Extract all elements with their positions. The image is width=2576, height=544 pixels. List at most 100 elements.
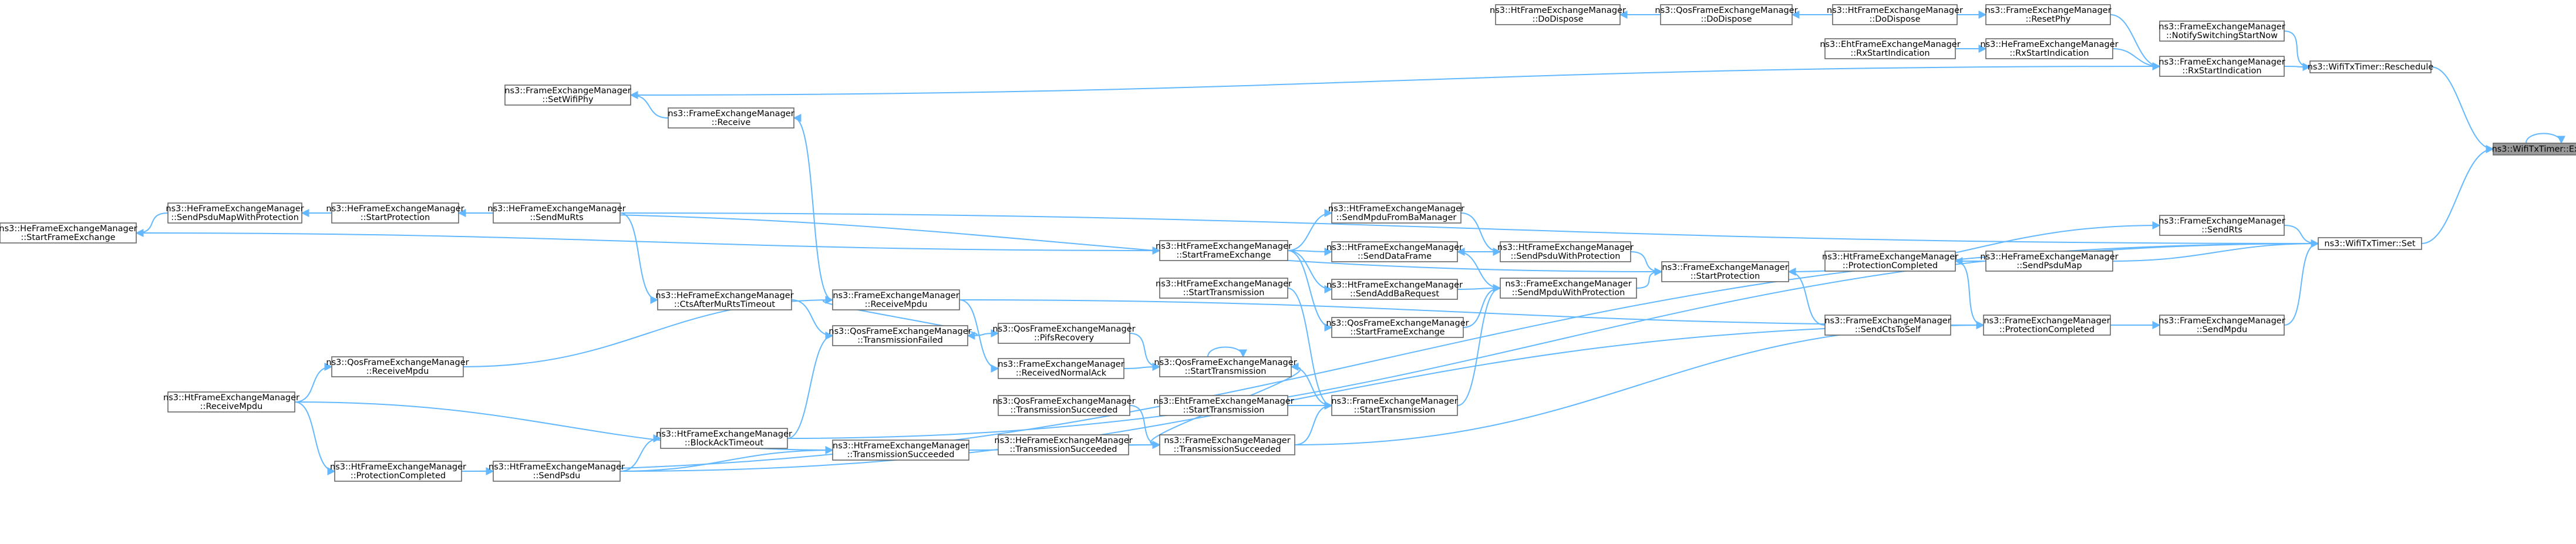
graph-node[interactable]: ns3::FrameExchangeManager::StartTransmis… (1331, 395, 1458, 416)
graph-node[interactable]: ns3::QosFrameExchangeManager::DoDispose (1655, 4, 1798, 25)
graph-node[interactable]: ns3::FrameExchangeManager::Receive (668, 107, 794, 129)
node-label: ns3::HtFrameExchangeManager (1326, 243, 1463, 252)
graph-node[interactable]: ns3::QosFrameExchangeManager::PifsRecove… (992, 323, 1136, 344)
graph-node[interactable]: ns3::HtFrameExchangeManager::SendDataFra… (1326, 241, 1463, 262)
graph-node[interactable]: ns3::HtFrameExchangeManager::BlockAckTim… (656, 428, 792, 449)
graph-node[interactable]: ns3::HeFrameExchangeManager::StartFrameE… (0, 222, 137, 244)
node-label: ns3::HtFrameExchangeManager (1326, 281, 1463, 290)
node-label: ns3::HtFrameExchangeManager (1328, 204, 1464, 214)
graph-node[interactable]: ns3::HtFrameExchangeManager::SendAddBaRe… (1326, 279, 1463, 300)
node-label: ns3::HtFrameExchangeManager (1497, 243, 1634, 252)
graph-edge (2421, 145, 2494, 244)
graph-node[interactable]: ns3::QosFrameExchangeManager::ReceiveMpd… (326, 356, 469, 377)
graph-node[interactable]: ns3::HtFrameExchangeManager::StartFrameE… (1156, 240, 1292, 261)
graph-node[interactable]: ns3::FrameExchangeManager::SendMpdu (2159, 315, 2285, 336)
graph-edge (294, 363, 333, 403)
graph-node[interactable]: ns3::FrameExchangeManager::RxStartIndica… (2159, 56, 2285, 77)
node-label: ns3::FrameExchangeManager (1984, 316, 2110, 326)
graph-node[interactable]: ns3::HeFrameExchangeManager::SendPsduMap (1980, 251, 2119, 272)
graph-node[interactable]: ns3::FrameExchangeManager::ReceiveMpdu (832, 289, 960, 310)
node-box (1331, 202, 1462, 224)
graph-edge (1457, 284, 1501, 406)
node-label: ::StartTransmission (1183, 288, 1265, 298)
node-box (1983, 315, 2111, 336)
node-label: ns3::HeFrameExchangeManager (326, 204, 464, 214)
node-label: ::SendCtsToSelf (1855, 325, 1921, 334)
graph-edge (135, 212, 169, 237)
node-box (1985, 251, 2113, 272)
graph-node[interactable]: ns3::EhtFrameExchangeManager::RxStartInd… (1820, 38, 1961, 59)
graph-node[interactable]: ns3::FrameExchangeManager::NotifySwitchi… (2159, 21, 2285, 42)
graph-node[interactable]: ns3::HtFrameExchangeManager::SendPsdu (489, 461, 625, 482)
node-box (334, 461, 462, 482)
node-box (2159, 21, 2285, 42)
node-label: ::StartTransmission (1185, 367, 1267, 376)
graph-node[interactable]: ns3::FrameExchangeManager::ProtectionCom… (1983, 315, 2111, 336)
node-label: ::StartFrameExchange (1176, 251, 1271, 260)
graph-node[interactable]: ns3::QosFrameExchangeManager::StartFrame… (1326, 317, 1469, 338)
graph-node[interactable]: ns3::QosFrameExchangeManager::Transmissi… (992, 395, 1136, 416)
graph-node[interactable]: ns3::HtFrameExchangeManager::DoDispose (1490, 4, 1626, 25)
node-label: ns3::HtFrameExchangeManager (1822, 252, 1958, 262)
node-label: ::TransmissionSucceeded (1174, 445, 1281, 454)
node-label: ::BlockAckTimeout (685, 438, 764, 448)
graph-node[interactable]: ns3::FrameExchangeManager::SetWifiPhy (504, 85, 631, 106)
node-box (1331, 241, 1458, 262)
graph-node[interactable]: ns3::QosFrameExchangeManager::Transmissi… (829, 325, 972, 346)
node-box (504, 85, 631, 106)
graph-node[interactable]: ns3::EhtFrameExchangeManager::StartTrans… (1153, 395, 1294, 416)
node-box (1331, 317, 1464, 338)
graph-node[interactable]: ns3::HtFrameExchangeManager::Transmissio… (832, 440, 969, 461)
graph-node[interactable]: ns3::FrameExchangeManager::StartProtecti… (1661, 261, 1789, 282)
graph-node[interactable]: ns3::HtFrameExchangeManager::DoDispose (1827, 4, 1963, 25)
graph-node[interactable]: ns3::HtFrameExchangeManager::StartTransm… (1156, 278, 1292, 299)
node-box (331, 202, 459, 224)
node-label: ::Receive (712, 118, 751, 127)
graph-node[interactable]: ns3::FrameExchangeManager::SendMpduWithP… (1500, 278, 1637, 299)
node-label: ns3::WifiTxTimer::Reschedule (2308, 63, 2434, 72)
graph-node[interactable]: ns3::FrameExchangeManager::SendCtsToSelf (1824, 315, 1951, 336)
node-label: ns3::QosFrameExchangeManager (326, 358, 469, 367)
graph-node[interactable]: ns3::HeFrameExchangeManager::CtsAfterMuR… (655, 289, 794, 310)
node-label: ::RxStartIndication (2182, 66, 2261, 76)
node-label: ::TransmissionSucceeded (1010, 445, 1117, 454)
graph-node[interactable]: ns3::QosFrameExchangeManager::StartTrans… (1154, 356, 1297, 377)
graph-node[interactable]: ns3::HeFrameExchangeManager::SendMuRts (487, 202, 626, 224)
graph-node[interactable]: ns3::HtFrameExchangeManager::SendPsduWit… (1497, 241, 1634, 262)
graph-edge (2284, 225, 2319, 248)
graph-edge (1129, 333, 1161, 371)
node-label: ::SendRts (2201, 225, 2242, 235)
node-box (998, 434, 1129, 455)
graph-node[interactable]: ns3::FrameExchangeManager::TransmissionS… (1159, 434, 1295, 455)
node-label: ns3::FrameExchangeManager (1331, 397, 1457, 406)
node-label: ns3::FrameExchangeManager (2159, 58, 2285, 67)
node-label: ns3::FrameExchangeManager (504, 86, 631, 96)
node-label: ns3::FrameExchangeManager (2159, 316, 2285, 326)
graph-edge (1636, 268, 1663, 289)
node-label: ns3::HeFrameExchangeManager (655, 291, 793, 300)
graph-node[interactable]: ns3::HtFrameExchangeManager::SendMpduFro… (1328, 202, 1464, 224)
graph-node[interactable]: ns3::FrameExchangeManager::ResetPhy (1985, 4, 2112, 25)
graph-node[interactable]: ns3::HeFrameExchangeManager::RxStartIndi… (1980, 38, 2119, 59)
node-label: ::ReceiveMpdu (865, 300, 928, 309)
node-box (657, 289, 792, 310)
graph-node[interactable]: ns3::WifiTxTimer::Set (2318, 237, 2422, 250)
node-label: ::CtsAfterMuRtsTimeout (674, 300, 776, 309)
node-label: ns3::HtFrameExchangeManager (1490, 6, 1626, 15)
graph-node[interactable]: ns3::WifiTxTimer::Expire (2492, 143, 2576, 156)
node-box (1824, 251, 1956, 272)
graph-node[interactable]: ns3::HtFrameExchangeManager::ProtectionC… (330, 461, 466, 482)
graph-node[interactable]: ns3::HtFrameExchangeManager::ProtectionC… (1822, 251, 1958, 272)
node-label: ::ReceivedNormalAck (1016, 369, 1107, 378)
graph-node[interactable]: ns3::HeFrameExchangeManager::SendPsduMap… (166, 202, 304, 224)
graph-edge (619, 212, 2319, 248)
node-label: ns3::QosFrameExchangeManager (992, 397, 1135, 406)
graph-node[interactable]: ns3::FrameExchangeManager::ReceivedNorma… (998, 358, 1124, 379)
graph-node[interactable]: ns3::WifiTxTimer::Reschedule (2308, 60, 2434, 73)
graph-node[interactable]: ns3::HtFrameExchangeManager::ReceiveMpdu (163, 391, 299, 413)
node-label: ::DoDispose (1869, 15, 1920, 24)
graph-node[interactable]: ns3::FrameExchangeManager::SendRts (2159, 215, 2285, 236)
graph-node[interactable]: ns3::HeFrameExchangeManager::StartProtec… (326, 202, 464, 224)
node-label: ::SendMpdu (2197, 325, 2247, 334)
graph-node[interactable]: ns3::HeFrameExchangeManager::Transmissio… (994, 434, 1133, 455)
